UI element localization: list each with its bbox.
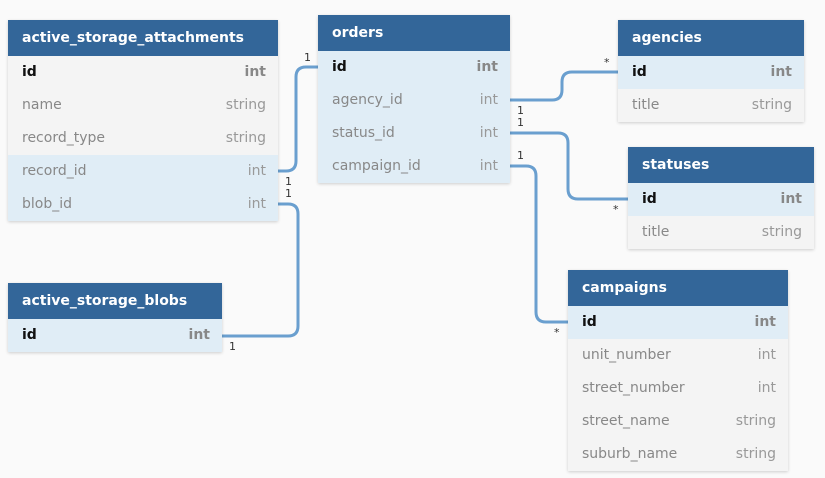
link-orders-to-agencies [508, 70, 620, 102]
column-row[interactable]: unit_number int [568, 339, 788, 372]
column-row[interactable]: id int [618, 56, 804, 89]
cardinality-label: 1 [229, 340, 236, 353]
column-type: int [757, 380, 776, 396]
column-name: title [642, 224, 670, 240]
link-blob-to-blobs [220, 202, 300, 338]
column-name: agency_id [332, 92, 403, 108]
column-name: unit_number [582, 347, 671, 363]
column-row[interactable]: id int [8, 319, 222, 352]
column-type: string [735, 446, 776, 462]
column-type: string [761, 224, 802, 240]
table-title[interactable]: orders [318, 15, 510, 51]
column-name: campaign_id [332, 158, 421, 174]
column-row[interactable]: blob_id int [8, 188, 278, 221]
column-name: id [642, 191, 657, 207]
column-name: name [22, 97, 62, 113]
column-row[interactable]: id int [318, 51, 510, 84]
column-name: street_number [582, 380, 685, 396]
column-type: int [780, 191, 802, 207]
column-row[interactable]: record_type string [8, 122, 278, 155]
column-name: suburb_name [582, 446, 678, 462]
cardinality-label: * [554, 326, 560, 339]
column-row[interactable]: record_id int [8, 155, 278, 188]
column-row[interactable]: campaign_id int [318, 150, 510, 183]
column-type: int [247, 196, 266, 212]
link-record-to-orders [276, 65, 320, 173]
column-type: int [247, 163, 266, 179]
cardinality-label: 1 [304, 51, 311, 64]
table-title[interactable]: agencies [618, 20, 804, 56]
link-orders-to-campaigns [508, 164, 570, 324]
column-type: int [754, 314, 776, 330]
column-row[interactable]: suburb_name string [568, 438, 788, 471]
table-active-storage-blobs[interactable]: active_storage_blobs id int [8, 283, 222, 352]
cardinality-label: * [613, 203, 619, 216]
table-title[interactable]: campaigns [568, 270, 788, 306]
table-title[interactable]: active_storage_blobs [8, 283, 222, 319]
column-name: street_name [582, 413, 670, 429]
column-row[interactable]: id int [568, 306, 788, 339]
column-name: id [632, 64, 647, 80]
column-type: int [188, 327, 210, 343]
cardinality-label: * [604, 56, 610, 69]
column-name: record_id [22, 163, 87, 179]
column-name: status_id [332, 125, 395, 141]
cardinality-label: 1 [517, 149, 524, 162]
column-name: blob_id [22, 196, 73, 212]
cardinality-label: 1 [517, 104, 524, 117]
column-name: record_type [22, 130, 105, 146]
table-title[interactable]: statuses [628, 147, 814, 183]
column-type: int [479, 158, 498, 174]
table-agencies[interactable]: agencies id int title string [618, 20, 804, 122]
column-type: int [479, 92, 498, 108]
column-row[interactable]: street_name string [568, 405, 788, 438]
column-name: id [22, 327, 37, 343]
column-type: string [751, 97, 792, 113]
cardinality-label: 1 [285, 175, 292, 188]
column-row[interactable]: id int [8, 56, 278, 89]
column-row[interactable]: title string [618, 89, 804, 122]
column-row[interactable]: id int [628, 183, 814, 216]
column-name: id [22, 64, 37, 80]
column-type: string [735, 413, 776, 429]
column-name: id [582, 314, 597, 330]
cardinality-label: 1 [517, 116, 524, 129]
link-orders-to-statuses [508, 131, 630, 201]
column-type: int [244, 64, 266, 80]
column-type: int [757, 347, 776, 363]
cardinality-label: 1 [285, 187, 292, 200]
column-row[interactable]: agency_id int [318, 84, 510, 117]
column-row[interactable]: status_id int [318, 117, 510, 150]
column-type: string [225, 97, 266, 113]
column-type: int [479, 125, 498, 141]
column-type: int [770, 64, 792, 80]
column-row[interactable]: title string [628, 216, 814, 249]
column-name: id [332, 59, 347, 75]
table-active-storage-attachments[interactable]: active_storage_attachments id int name str… [8, 20, 278, 221]
column-row[interactable]: name string [8, 89, 278, 122]
table-statuses[interactable]: statuses id int title string [628, 147, 814, 249]
column-type: string [225, 130, 266, 146]
column-type: int [476, 59, 498, 75]
column-row[interactable]: street_number int [568, 372, 788, 405]
column-name: title [632, 97, 660, 113]
table-title[interactable]: active_storage_attachments [8, 20, 278, 56]
